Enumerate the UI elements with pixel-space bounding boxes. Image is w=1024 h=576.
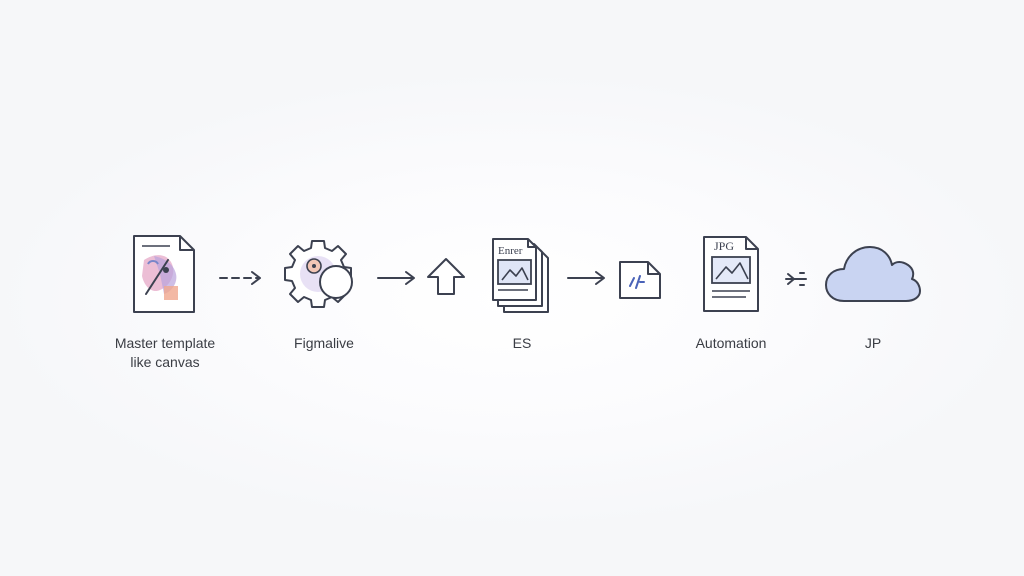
document-caption-text: Enrer [498,245,523,257]
double-tick-arrow-connector [784,270,810,288]
label-line-2: like canvas [130,354,200,370]
node-label-figmalive: Figmalive [294,335,354,351]
label-line-1: Master template [114,335,216,351]
image-document-icon: JPG [702,235,760,313]
node-label-jp: JP [864,335,882,351]
node-label-automation: Automation [695,335,767,351]
stacked-documents-icon: Enrer [492,238,550,314]
template-document-icon [130,234,198,314]
small-file-icon [618,260,662,300]
document-format-text: JPG [714,239,734,253]
cloud-icon [824,243,922,305]
arrow-connector [376,270,416,286]
arrow-connector [566,270,606,286]
node-label-es: ES [512,335,532,351]
node-label-master-template: Master template like canvas [115,334,215,372]
upload-arrow-icon [426,257,466,297]
gear-icon [282,238,362,310]
dashed-arrow-connector [218,270,264,286]
